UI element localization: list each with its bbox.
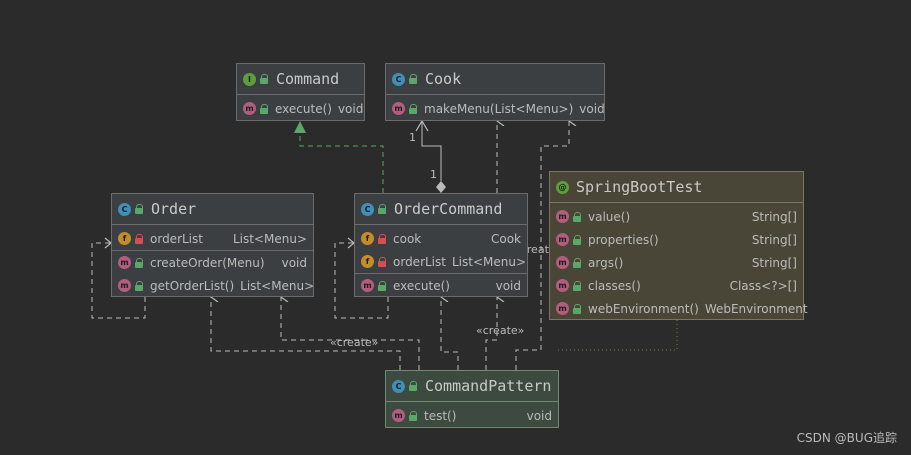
self-loop-order <box>91 242 146 319</box>
node-title: Cook <box>425 70 462 88</box>
public-icon <box>135 204 144 214</box>
class-icon: C <box>361 202 374 216</box>
public-icon <box>409 103 418 114</box>
method-row[interactable]: m execute() void <box>237 97 364 120</box>
node-ordercommand[interactable]: C OrderCommand f cook Cook f orderList L… <box>354 193 528 297</box>
method-icon: m <box>556 233 569 246</box>
interface-icon: I <box>243 72 256 86</box>
public-icon <box>260 74 269 84</box>
node-header: C CommandPattern <box>386 371 558 402</box>
public-icon <box>573 211 582 222</box>
self-loop-ordercommand <box>334 242 389 319</box>
method-icon: m <box>556 256 569 269</box>
node-header: C Order <box>112 194 313 225</box>
public-icon <box>135 280 144 291</box>
realization-arrowhead <box>294 121 306 133</box>
dependency-edge-commandpattern-cook <box>515 121 569 370</box>
field-icon: f <box>118 232 131 245</box>
class-icon: C <box>118 202 131 216</box>
public-icon <box>573 257 582 268</box>
dependency-edge-commandpattern-order-1 <box>211 297 401 370</box>
realization-edge <box>294 121 384 193</box>
node-header: C OrderCommand <box>355 194 527 225</box>
public-icon <box>409 410 418 421</box>
node-header: I Command <box>237 64 364 95</box>
annotation-icon: @ <box>556 180 569 194</box>
private-icon <box>378 233 387 244</box>
node-title: Command <box>276 70 340 88</box>
public-icon <box>135 257 144 268</box>
node-header: C Cook <box>386 64 604 95</box>
method-row[interactable]: m webEnvironment() WebEnvironment <box>550 297 808 320</box>
method-icon: m <box>556 210 569 223</box>
aggregation-edge <box>415 119 446 193</box>
public-icon <box>573 234 582 245</box>
node-order[interactable]: C Order f orderList List<Menu> m createO… <box>111 193 314 297</box>
method-row[interactable]: m value() String[] <box>550 205 803 228</box>
field-icon: f <box>361 255 374 268</box>
method-row[interactable]: m getOrderList() List<Menu> <box>112 274 314 297</box>
annotation-edge <box>558 320 678 351</box>
method-row[interactable]: m properties() String[] <box>550 228 803 251</box>
method-icon: m <box>361 279 374 292</box>
method-icon: m <box>118 279 131 292</box>
aggregation-diamond <box>436 181 446 193</box>
multiplicity-ordercommand: 1 <box>430 168 437 181</box>
method-icon: m <box>556 302 569 315</box>
node-commandpattern[interactable]: C CommandPattern m test() void <box>385 370 559 428</box>
field-icon: f <box>361 232 374 245</box>
node-title: OrderCommand <box>394 200 503 218</box>
public-icon <box>409 74 418 84</box>
public-icon <box>378 204 387 214</box>
field-row[interactable]: f orderList List<Menu> <box>112 227 313 250</box>
node-title: CommandPattern <box>425 377 552 395</box>
node-title: SpringBootTest <box>576 178 703 196</box>
public-icon <box>409 381 418 391</box>
method-row[interactable]: m makeMenu(List<Menu>) void <box>386 97 605 120</box>
method-row[interactable]: m args() String[] <box>550 251 803 274</box>
method-row[interactable]: m createOrder(Menu) void <box>112 251 313 274</box>
dependency-edge-commandpattern-ordercommand-1 <box>441 297 459 370</box>
method-row[interactable]: m test() void <box>386 404 558 427</box>
method-row[interactable]: m execute() void <box>355 274 527 297</box>
method-icon: m <box>392 102 405 115</box>
create-label-3: «create» <box>330 336 379 349</box>
field-row[interactable]: f orderList List<Menu> <box>355 250 527 273</box>
method-icon: m <box>243 102 256 115</box>
private-icon <box>378 256 387 267</box>
watermark-text: CSDN @BUG追踪 <box>796 431 897 445</box>
method-row[interactable]: m classes() Class<?>[] <box>550 274 803 297</box>
create-label-2: «create» <box>476 324 525 337</box>
node-cook[interactable]: C Cook m makeMenu(List<Menu>) void <box>385 63 605 121</box>
public-icon <box>378 280 387 291</box>
method-icon: m <box>392 409 405 422</box>
class-icon: C <box>392 72 405 86</box>
multiplicity-cook: 1 <box>409 131 416 144</box>
method-icon: m <box>556 279 569 292</box>
method-icon: m <box>118 256 131 269</box>
node-header: @ SpringBootTest <box>550 172 803 203</box>
node-springboottest[interactable]: @ SpringBootTest m value() String[] m pr… <box>549 171 808 320</box>
dependency-edge-commandpattern-order-2 <box>281 297 420 370</box>
test-class-icon: C <box>392 379 405 393</box>
public-icon <box>260 103 269 114</box>
node-title: Order <box>151 200 197 218</box>
public-icon <box>573 303 582 314</box>
public-icon <box>573 280 582 291</box>
private-icon <box>135 233 144 244</box>
node-command[interactable]: I Command m execute() void <box>236 63 365 121</box>
field-row[interactable]: f cook Cook <box>355 227 527 250</box>
